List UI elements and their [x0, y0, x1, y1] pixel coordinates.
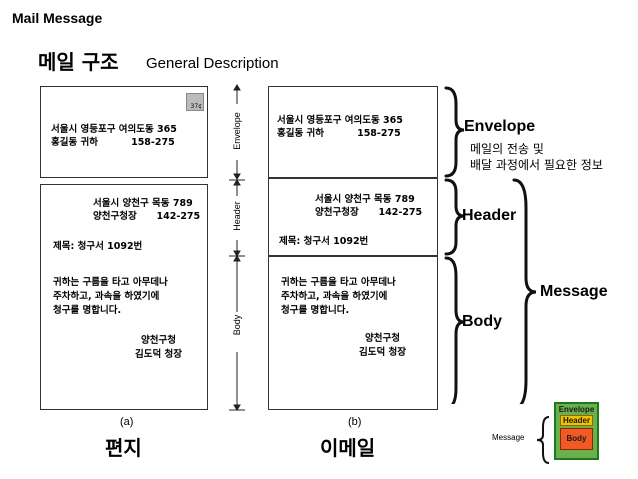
letter-caption: (a) [120, 416, 134, 428]
heading: 메일 구조 [38, 50, 119, 74]
email-envelope-address: 서울시 영등포구 여의도동 365 홍길동 귀하 158-275 [277, 115, 403, 139]
email-body-text: 귀하는 구름을 타고 아무데나 주차하고, 과속을 하였기에 청구를 명합니다. [281, 277, 396, 316]
mini-envelope: Envelope Header Body [554, 402, 599, 460]
letter-body-text: 귀하는 구름을 타고 아무데나 주차하고, 과속을 하였기에 청구를 명합니다. [53, 277, 168, 316]
mini-brace [536, 416, 550, 464]
email-header-address: 서울시 양천구 목동 789 양천구청장 142-275 [315, 194, 423, 218]
email-envelope: 서울시 영등포구 여의도동 365 홍길동 귀하 158-275 [268, 86, 438, 178]
mini-header-label: Header [562, 416, 591, 425]
envelope-note: 메일의 전송 및 배달 과정에서 필요한 정보 [470, 142, 603, 172]
mini-header: Header [560, 415, 593, 426]
label-message: Message [540, 283, 608, 300]
letter-subject: 제목: 청구서 1092번 [53, 241, 143, 252]
letter-sheet: 서울시 양천구 목동 789 양천구청장 142-275 제목: 청구서 109… [40, 184, 208, 410]
label-header: Header [462, 207, 517, 224]
label-envelope: Envelope [464, 118, 536, 135]
email-signature: 양천구청 김도덕 청장 [359, 333, 407, 358]
email-label: 이메일 [320, 436, 376, 460]
stamp-icon: 37¢ [186, 93, 204, 111]
email-caption: (b) [348, 416, 362, 428]
mini-body-label: Body [566, 434, 587, 443]
slide-title: Mail Message [12, 10, 103, 26]
mini-envelope-label: Envelope [558, 405, 595, 414]
dimension-envelope: Envelope [232, 112, 242, 150]
letter-label: 편지 [105, 436, 142, 460]
email-header: 서울시 양천구 목동 789 양천구청장 142-275 제목: 청구서 109… [268, 178, 438, 256]
dimension-header: Header [232, 201, 242, 231]
letter-signature: 양천구청 김도덕 청장 [135, 335, 183, 360]
email-body: 귀하는 구름을 타고 아무데나 주차하고, 과속을 하였기에 청구를 명합니다.… [268, 256, 438, 410]
dimension-body: Body [232, 314, 242, 336]
label-body: Body [462, 313, 502, 330]
subheading: General Description [146, 55, 279, 72]
section-braces [444, 86, 537, 404]
dimension-arrows [229, 84, 245, 411]
mini-body: Body [560, 428, 593, 450]
letter-envelope-address: 서울시 영등포구 여의도동 365 홍길동 귀하 158-275 [51, 124, 177, 148]
letter-header-address: 서울시 양천구 목동 789 양천구청장 142-275 [93, 198, 201, 222]
mini-message-label: Message [492, 433, 525, 442]
letter-envelope: 37¢ 서울시 영등포구 여의도동 365 홍길동 귀하 158-275 [40, 86, 208, 178]
email-subject: 제목: 청구서 1092번 [279, 236, 369, 247]
